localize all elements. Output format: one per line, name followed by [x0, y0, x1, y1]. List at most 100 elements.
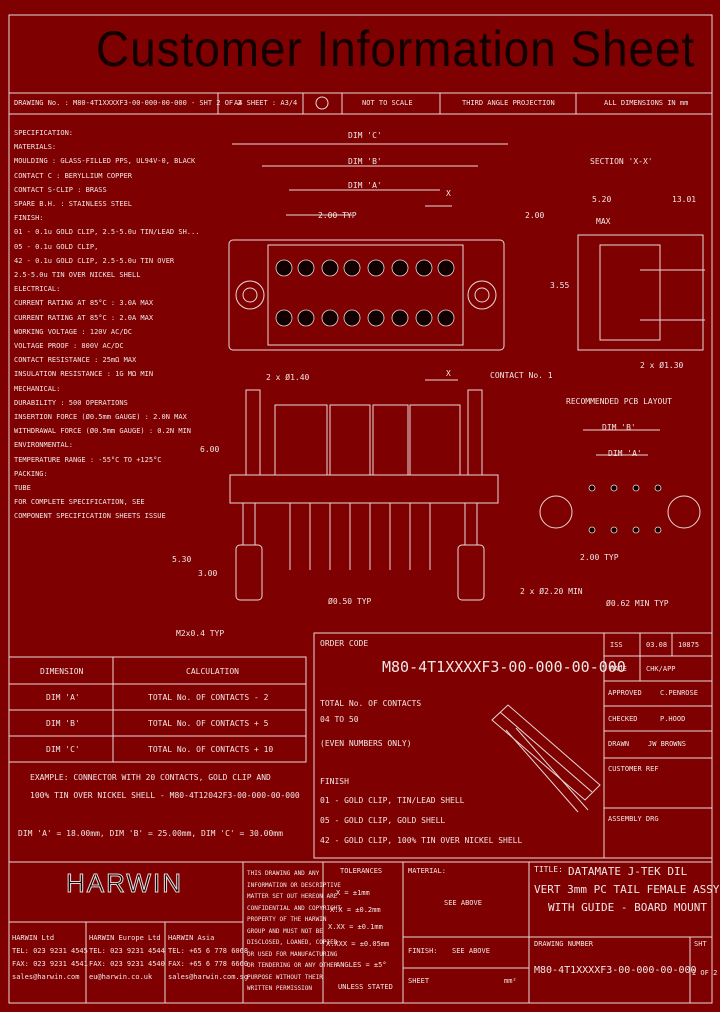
spec-line: DURABILITY : 500 OPERATIONS	[14, 398, 128, 407]
tolerance-row: X = ±1mm	[336, 889, 370, 897]
spec-line: 42 - 0.1u GOLD CLIP, 2.5-5.0u TIN OVER	[14, 256, 175, 265]
sheet-label: SHEET	[408, 977, 430, 985]
pcb-layout-label: RECOMMENDED PCB LAYOUT	[566, 397, 672, 406]
finish-label: FINISH	[320, 777, 349, 786]
office-name: HARWIN Asia	[168, 934, 215, 942]
title-line-2: VERT 3mm PC TAIL FEMALE ASSY	[534, 883, 720, 896]
dim-530: 5.30	[172, 555, 192, 564]
spec-line: 01 - 0.1u GOLD CLIP, 2.5-5.0u TIN/LEAD S…	[14, 228, 200, 237]
finish-option: 05 - GOLD CLIP, GOLD SHELL	[320, 816, 446, 825]
office-fax: FAX: 023 9231 4541	[12, 960, 88, 968]
title-line-1: DATAMATE J-TEK DIL	[568, 865, 688, 878]
rev-drawn: DRAWN	[608, 740, 630, 748]
rev-made: MADE	[610, 665, 627, 673]
spec-line: CONTACT RESISTANCE : 25mΩ MAX	[14, 356, 137, 365]
drawing-number: M80-4T1XXXXF3-00-000-00-000	[534, 965, 697, 976]
copyright-line: WRITTEN PERMISSION	[247, 985, 313, 992]
finish-field-label: FINISH:	[408, 947, 438, 955]
office-name: HARWIN Ltd	[12, 934, 55, 942]
example-line: DIM 'A' = 18.00mm, DIM 'B' = 25.00mm, DI…	[18, 829, 283, 838]
dim-table-header: CALCULATION	[186, 667, 239, 676]
spec-line: CONTACT S-CLIP : BRASS	[14, 185, 107, 194]
sht-label: SHT	[694, 940, 707, 948]
page-title: Customer Information Sheet	[96, 21, 696, 77]
dim-355: 3.55	[550, 281, 570, 290]
spec-line: INSULATION RESISTANCE : 1G MΩ MIN	[14, 370, 154, 379]
pitch-label: 2.00 TYP	[318, 211, 357, 220]
dim-table-cell: DIM 'C'	[46, 745, 80, 754]
sheet-size-field: A4 SHEET : A3/4	[234, 99, 298, 107]
spec-line: VOLTAGE PROOF : 800V AC/DC	[14, 342, 124, 351]
spec-line: CURRENT RATING AT 85°C : 3.0A MAX	[14, 299, 154, 308]
copyright-line: PURPOSE WITHOUT THEIR	[247, 973, 323, 981]
specification-block: SPECIFICATION: MATERIALS: MOULDING : GLA…	[14, 126, 229, 524]
copyright-line: DISCLOSED, LOANED, COPIED	[247, 939, 338, 946]
rev-header: ISS	[610, 641, 623, 649]
spec-line: WITHDRAWAL FORCE (Ø0.5mm GAUGE) : 0.2N M…	[14, 427, 192, 436]
office-email[interactable]: eu@harwin.co.uk	[89, 973, 153, 981]
dim-table-header: DIMENSION	[40, 667, 84, 676]
pcb-dim-a: DIM 'A'	[608, 449, 642, 458]
units-field: ALL DIMENSIONS IN mm	[604, 99, 689, 107]
dim-1301: 13.01	[672, 195, 697, 204]
section-arrow-label: X	[446, 369, 451, 378]
spec-line: SPECIFICATION:	[14, 129, 74, 137]
dim-table-cell: TOTAL No. OF CONTACTS + 5	[148, 719, 269, 728]
spec-line: MECHANICAL:	[14, 384, 61, 393]
finish-option: 01 - GOLD CLIP, TIN/LEAD SHELL	[320, 796, 465, 805]
order-code: M80-4T1XXXXF3-00-000-00-000	[382, 658, 626, 676]
office-email[interactable]: sales@harwin.com	[12, 973, 80, 981]
rev-approved: APPROVED	[608, 689, 642, 697]
dim-table-cell: DIM 'B'	[46, 719, 80, 728]
dim-2x130: 2 x Ø1.30	[640, 361, 684, 370]
pcb-hole-label: 2 x Ø2.20 MIN	[520, 587, 583, 596]
example-line: 100% TIN OVER NICKEL SHELL - M80-4T12042…	[30, 791, 300, 800]
total-contacts-range: 04 TO 50	[320, 715, 359, 724]
sht-value: 2 OF 2	[692, 969, 718, 977]
tolerance-unless: UNLESS STATED	[338, 983, 393, 991]
order-code-label: ORDER CODE	[320, 639, 369, 648]
tolerance-row: ANGLES = ±5°	[336, 961, 387, 969]
copyright-line: MATTER SET OUT HEREON ARE	[247, 893, 338, 900]
dim-b-label: DIM 'B'	[348, 157, 382, 166]
pcb-pitch: 2.00 TYP	[580, 553, 619, 562]
total-contacts-note: (EVEN NUMBERS ONLY)	[320, 739, 412, 748]
copyright-notice: THIS DRAWING AND ANY INFORMATION OR DESC…	[247, 868, 341, 995]
dim-max: MAX	[596, 217, 611, 226]
thread-label: M2x0.4 TYP	[176, 629, 225, 638]
spec-line: FINISH:	[14, 214, 44, 223]
harwin-logo: HARWIN	[66, 868, 183, 898]
pcb-dim-b: DIM 'B'	[602, 423, 636, 432]
spec-line: SPARE B.H. : STAINLESS STEEL	[14, 200, 133, 209]
dim-c-label: DIM 'C'	[348, 131, 382, 140]
spec-line: CONTACT C : BERYLLIUM COPPER	[14, 171, 133, 180]
rev-approved-name: C.PENROSE	[660, 689, 698, 697]
dim-table-cell: TOTAL No. OF CONTACTS + 10	[148, 745, 274, 754]
spec-line: MOULDING : GLASS-FILLED PPS, UL94V-0, BL…	[14, 157, 196, 166]
copyright-line: OR USED FOR MANUFACTURING	[247, 950, 338, 958]
copyright-line: INFORMATION OR DESCRIPTIVE	[247, 881, 341, 889]
spec-line: 2.5-5.0u TIN OVER NICKEL SHELL	[14, 271, 141, 280]
spec-line: FOR COMPLETE SPECIFICATION, SEE	[14, 498, 145, 507]
tolerance-row: X.X = ±0.2mm	[330, 906, 381, 914]
rev-drawn-name: JW BROWNS	[648, 740, 686, 748]
rev-cn: 10875	[678, 641, 700, 649]
spec-line: MATERIALS:	[14, 143, 57, 152]
dim-table-cell: TOTAL No. OF CONTACTS - 2	[148, 693, 269, 702]
drawing-number-field: DRAWING No. : M80-4T1XXXXF3-00-000-00-00…	[14, 99, 242, 107]
copyright-line: CONFIDENTIAL AND COPYRIGHT	[247, 904, 341, 912]
office-fax: FAX: 023 9231 4540	[89, 960, 165, 968]
office-email[interactable]: sales@harwin.com.sg	[168, 973, 249, 981]
rev-checked: CHECKED	[608, 715, 638, 723]
section-arrow-label: X	[446, 189, 451, 198]
contact-1-label: CONTACT No. 1	[490, 371, 553, 380]
spec-line: CURRENT RATING AT 85°C : 2.0A MAX	[14, 313, 154, 322]
sheet-unit: mm²	[504, 977, 517, 985]
pin-dia-label: 2 x Ø1.40	[266, 373, 310, 382]
section-label: SECTION 'X-X'	[590, 157, 653, 166]
dim-300: 3.00	[198, 569, 218, 578]
office-name: HARWIN Europe Ltd	[89, 934, 161, 942]
office-tel: TEL: 023 9231 4544	[89, 947, 165, 955]
